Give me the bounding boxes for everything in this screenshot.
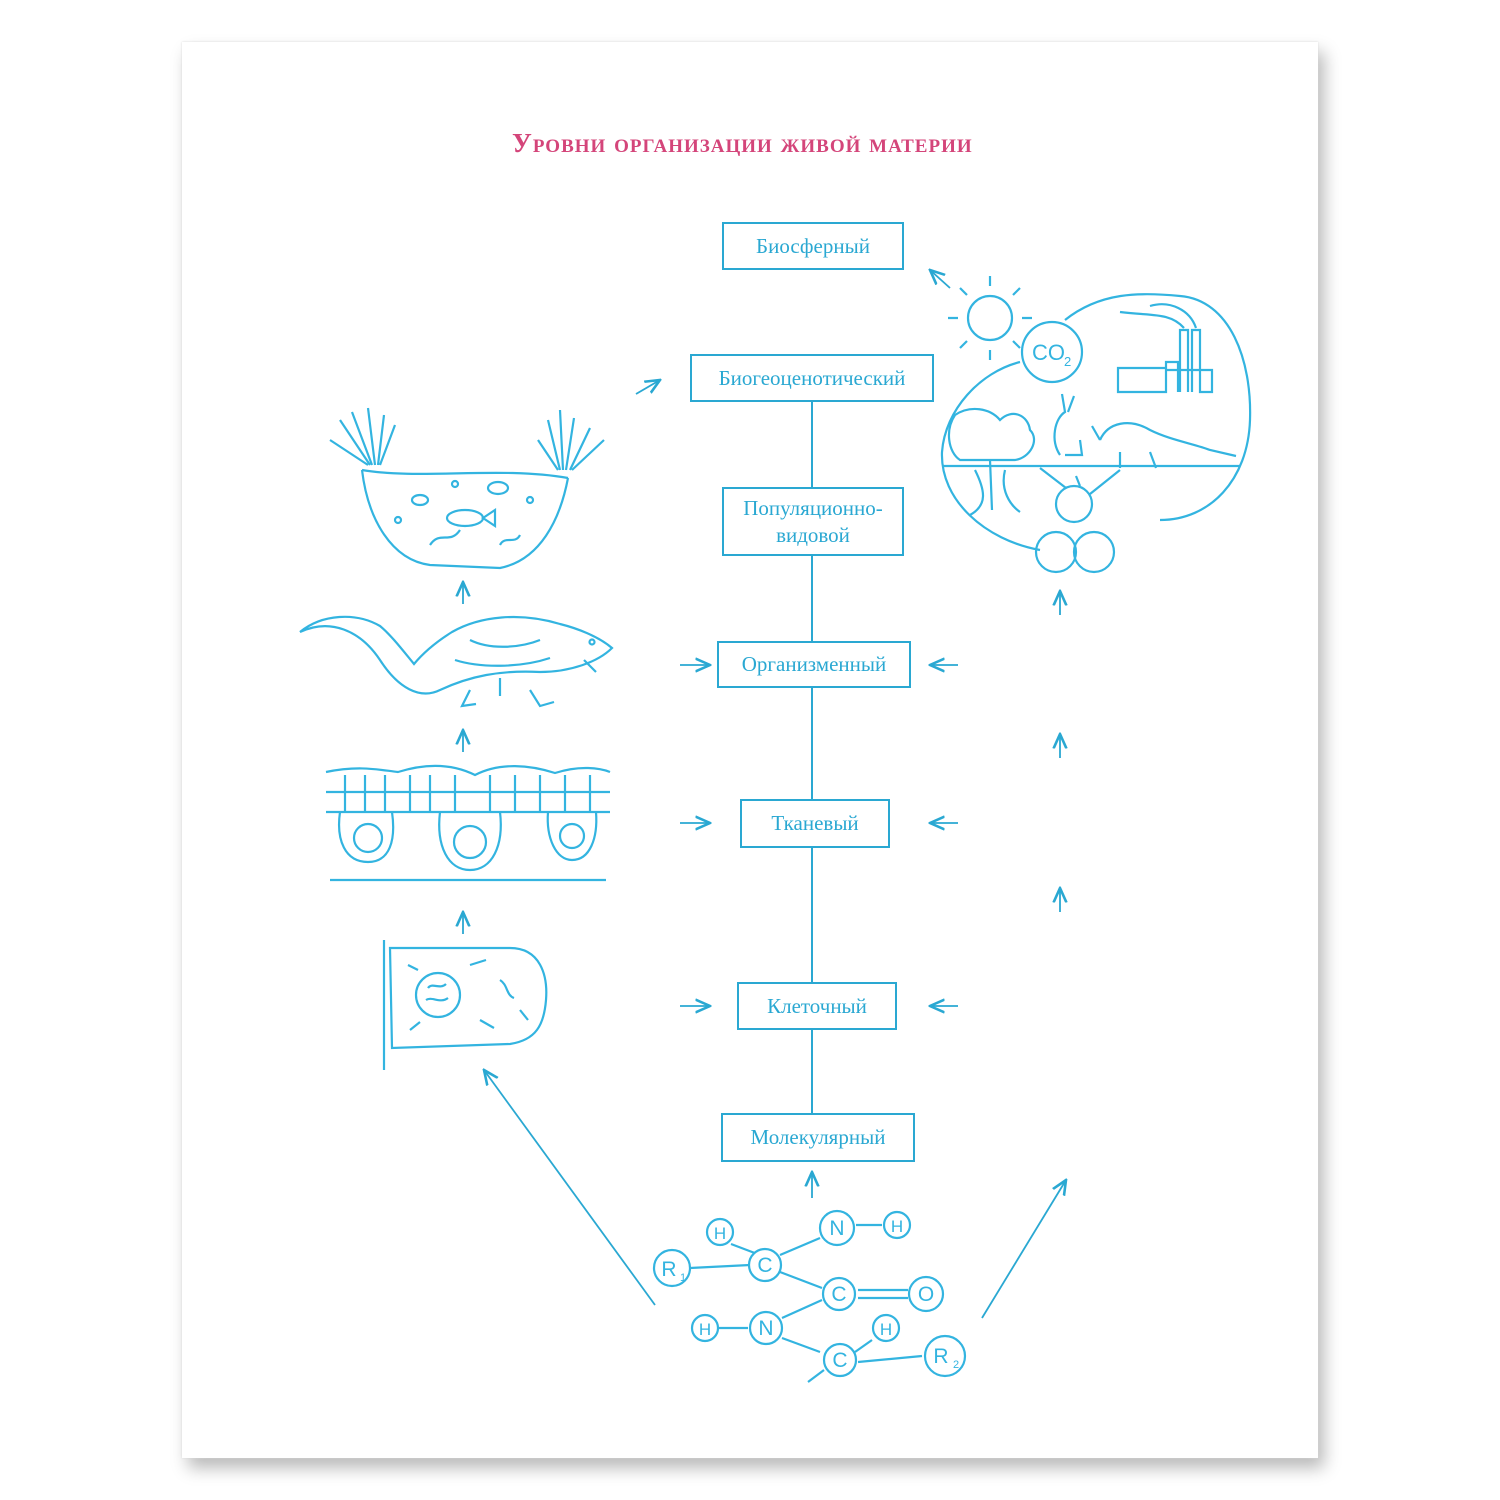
- atom-r2-label: R: [933, 1345, 948, 1368]
- atom-n2: [748, 1310, 784, 1346]
- level-tissue: Тканевый: [740, 799, 890, 848]
- co2-bubble: [1020, 320, 1084, 384]
- atom-c2: [821, 1276, 857, 1312]
- tissue-illustration: [325, 764, 611, 882]
- atom-c2-label: C: [831, 1283, 846, 1306]
- factory-icon: [1116, 328, 1214, 394]
- cell-illustration: [382, 940, 548, 1070]
- lizard-organism-illustration: [299, 615, 614, 708]
- level-biosphere-label: Биосферный: [756, 233, 870, 258]
- page-sheet: Уровни организации живой материи: [182, 42, 1318, 1458]
- atom-h4-label: H: [880, 1320, 892, 1339]
- level-cell-label: Клеточный: [767, 993, 867, 1018]
- level-population-label-line2: видовой: [776, 522, 850, 547]
- atom-r1-label: R: [661, 1258, 676, 1281]
- diagram-title: Уровни организации живой материи: [512, 128, 973, 158]
- level-tissue-label: Тканевый: [771, 811, 859, 836]
- atom-n1-label: N: [829, 1217, 844, 1240]
- atom-c1-label: C: [757, 1254, 772, 1277]
- level-population-species: Популяционно- видовой: [722, 487, 904, 556]
- atom-c3: [822, 1342, 858, 1378]
- level-biogeocenotic: Биогеоценотический: [690, 354, 934, 402]
- level-organism: Организменный: [717, 641, 911, 688]
- atom-n1: [818, 1209, 856, 1247]
- co2-label: CO 2: [1032, 340, 1071, 369]
- peptide-molecule: R 1 H C N H C O H N H C R 2: [652, 1209, 967, 1383]
- atom-c1: [747, 1247, 783, 1283]
- level-molecular-label: Молекулярный: [750, 1125, 886, 1150]
- atom-h4: [871, 1313, 901, 1343]
- arrow-to-biogeocenotic: [635, 380, 660, 395]
- atom-r1-sub: 1: [680, 1272, 686, 1284]
- level-cell: Клеточный: [737, 982, 897, 1030]
- atom-o-label: O: [918, 1283, 934, 1306]
- atom-h2: [882, 1210, 912, 1240]
- atom-h1-label: H: [714, 1224, 726, 1243]
- arrow-molecule-to-right: [981, 1180, 1066, 1319]
- arrow-to-biosphere: [930, 270, 951, 289]
- sun-icon: [966, 294, 1014, 342]
- level-organism-label: Организменный: [741, 652, 887, 677]
- atom-o: [907, 1275, 945, 1313]
- ecosystem-cycle-illustration: [940, 276, 1252, 574]
- arrow-molecule-to-cell: [484, 1070, 656, 1306]
- atom-n2-label: N: [758, 1317, 773, 1340]
- level-molecular: Молекулярный: [721, 1113, 915, 1162]
- atom-h2-label: H: [891, 1217, 903, 1236]
- atom-h1: [705, 1217, 735, 1247]
- pond-ecosystem-illustration: [329, 407, 605, 570]
- atom-h3: [690, 1313, 720, 1343]
- level-population-label-line1: Популяционно-: [743, 496, 883, 521]
- level-biosphere: Биосферный: [722, 222, 904, 270]
- atom-r1: [652, 1248, 692, 1288]
- co2-subscript: 2: [1064, 354, 1071, 369]
- co2-text: CO: [1032, 340, 1065, 365]
- atom-h3-label: H: [699, 1320, 711, 1339]
- atom-r2-sub: 2: [953, 1359, 959, 1371]
- atom-r2: [923, 1334, 967, 1378]
- level-biogeocenotic-label: Биогеоценотический: [718, 365, 906, 390]
- flow-arrows: [463, 270, 1066, 1319]
- atom-c3-label: C: [832, 1349, 847, 1372]
